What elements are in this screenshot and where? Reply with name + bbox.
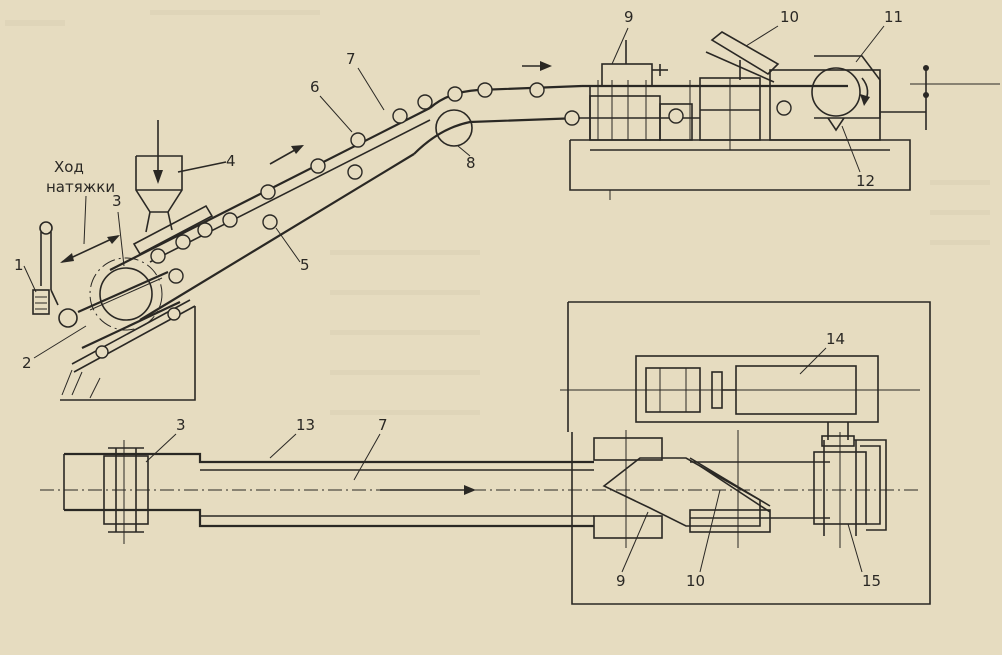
label-3-top: 3 bbox=[112, 192, 122, 210]
label-4: 4 bbox=[226, 152, 236, 170]
label-14: 14 bbox=[826, 330, 845, 348]
plan-plough bbox=[593, 430, 771, 548]
plan-head-drum bbox=[813, 432, 887, 548]
head-drive-drum bbox=[811, 55, 881, 132]
label-7-top: 7 bbox=[346, 50, 356, 68]
label-6: 6 bbox=[310, 78, 320, 96]
label-12: 12 bbox=[856, 172, 875, 190]
tension-stroke-arrow bbox=[60, 235, 120, 263]
return-idlers bbox=[168, 100, 792, 284]
label-8: 8 bbox=[466, 154, 476, 172]
label-tension-stroke-2: натяжки bbox=[46, 178, 115, 196]
label-9-bottom: 9 bbox=[616, 572, 626, 590]
label-11: 11 bbox=[884, 8, 903, 26]
background-print-ghost bbox=[5, 10, 990, 415]
belt-direction-arrows bbox=[269, 61, 552, 165]
plan-belt bbox=[40, 452, 920, 528]
callouts: Ход натяжки 1 2 3 4 5 6 7 8 9 10 11 12 3… bbox=[14, 8, 903, 590]
label-tension-stroke-1: Ход bbox=[54, 158, 84, 176]
label-7-bottom: 7 bbox=[378, 416, 388, 434]
label-15: 15 bbox=[862, 572, 881, 590]
label-9-top: 9 bbox=[624, 8, 634, 26]
conveyor-belt-side bbox=[109, 84, 848, 321]
tail-frame bbox=[58, 270, 196, 401]
label-13: 13 bbox=[296, 416, 315, 434]
bend-drum bbox=[435, 109, 473, 147]
label-3-bottom: 3 bbox=[176, 416, 186, 434]
label-2: 2 bbox=[22, 354, 32, 372]
label-10-bottom: 10 bbox=[686, 572, 705, 590]
drive-unit bbox=[560, 355, 920, 447]
carrying-idlers bbox=[150, 82, 545, 264]
feed-hopper bbox=[132, 120, 227, 256]
tension-weight bbox=[32, 221, 59, 315]
label-1: 1 bbox=[14, 256, 24, 274]
scraper-box-upper bbox=[705, 31, 780, 83]
head-end-rod bbox=[880, 65, 1000, 130]
plan-direction-arrow bbox=[380, 485, 476, 495]
plough-upper bbox=[601, 40, 668, 87]
plan-tail-drum bbox=[103, 440, 149, 544]
tail-drum bbox=[89, 257, 163, 331]
plan-frame bbox=[567, 301, 931, 605]
label-10-top: 10 bbox=[780, 8, 799, 26]
label-5: 5 bbox=[300, 256, 310, 274]
